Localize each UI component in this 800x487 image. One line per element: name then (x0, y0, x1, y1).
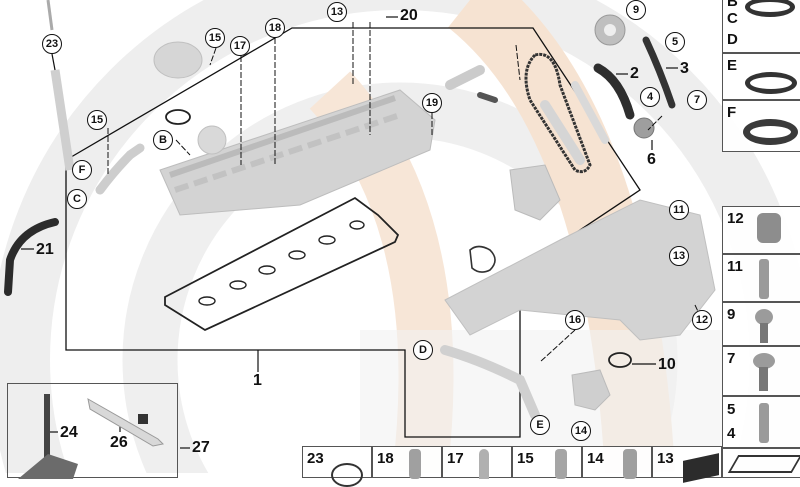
callout-26[interactable]: 26 (110, 434, 128, 451)
intake-manifold (444, 199, 716, 341)
callout-4[interactable]: 4 (640, 87, 660, 107)
callout-6[interactable]: 6 (647, 151, 656, 168)
callout-16[interactable]: 16 (565, 310, 585, 330)
callout-20[interactable]: 20 (400, 7, 418, 24)
fastener-cell-12[interactable]: 12 (722, 206, 800, 254)
callout-13b[interactable]: 13 (669, 246, 689, 266)
tool-kit-icon (18, 394, 165, 479)
callout-3[interactable]: 3 (680, 60, 689, 77)
callout-1[interactable]: 1 (253, 372, 262, 389)
callout-2[interactable]: 2 (630, 65, 639, 82)
o-ring-icon (331, 463, 363, 487)
bolt-icon (555, 449, 567, 479)
callout-13[interactable]: 13 (327, 2, 347, 22)
callout-F[interactable]: F (72, 160, 92, 180)
bottom-cell-18[interactable]: 18 (372, 446, 442, 479)
callout-9[interactable]: 9 (626, 0, 646, 20)
callout-B[interactable]: B (153, 130, 173, 150)
bolt-icon (409, 449, 421, 479)
cylinder-head-cover (159, 89, 436, 216)
callout-5[interactable]: 5 (665, 32, 685, 52)
callout-18[interactable]: 18 (265, 18, 285, 38)
callout-15b[interactable]: 15 (87, 110, 107, 130)
bottom-cell-17[interactable]: 17 (442, 446, 512, 479)
bottom-cell-23[interactable]: 23 (302, 446, 372, 487)
fastener-cell-9[interactable]: 9 (722, 302, 800, 346)
callout-E[interactable]: E (530, 415, 550, 435)
callout-10[interactable]: 10 (658, 356, 676, 373)
fastener-cell-7[interactable]: 7 (722, 346, 800, 396)
bottom-cell-13[interactable]: 13 (652, 446, 722, 483)
callout-24[interactable]: 24 (60, 424, 78, 441)
callout-15[interactable]: 15 (205, 28, 225, 48)
o-ring-icon (745, 72, 797, 94)
callout-23[interactable]: 23 (42, 34, 62, 54)
bottom-cell-14[interactable]: 14 (582, 446, 652, 479)
cap-icon (683, 453, 719, 483)
callout-21[interactable]: 21 (36, 241, 54, 258)
callout-7[interactable]: 7 (687, 90, 707, 110)
valve-cover-gasket (164, 196, 400, 332)
fastener-cell-seal[interactable] (722, 448, 800, 478)
fastener-cell-5-4[interactable]: 5 4 (722, 396, 800, 448)
bolt-icon (755, 309, 773, 325)
tool-kit-box (7, 383, 178, 479)
callout-D[interactable]: D (413, 340, 433, 360)
screw-icon (623, 449, 637, 479)
ring-cell-f[interactable]: F (722, 100, 800, 152)
pin-icon (479, 449, 489, 479)
bottom-cell-15[interactable]: 15 (512, 446, 582, 479)
seal-ring-icon (743, 119, 798, 145)
callout-12[interactable]: 12 (692, 310, 712, 330)
bolt-icon (753, 353, 775, 369)
callout-17[interactable]: 17 (230, 36, 250, 56)
clip-icon (757, 213, 781, 243)
o-ring-icon (745, 0, 795, 17)
ring-cell-bcd[interactable]: B C D (722, 0, 800, 53)
callout-C[interactable]: C (67, 189, 87, 209)
seal-strip-icon (727, 455, 800, 473)
callout-27[interactable]: 27 (192, 439, 210, 456)
ring-cell-e[interactable]: E (722, 53, 800, 100)
callout-11[interactable]: 11 (669, 200, 689, 220)
callout-19[interactable]: 19 (422, 93, 442, 113)
assembly-outline-1 (65, 27, 641, 438)
spacer-icon (759, 403, 769, 443)
stud-icon (759, 259, 769, 299)
callout-14[interactable]: 14 (571, 421, 591, 441)
fastener-cell-11[interactable]: 11 (722, 254, 800, 302)
